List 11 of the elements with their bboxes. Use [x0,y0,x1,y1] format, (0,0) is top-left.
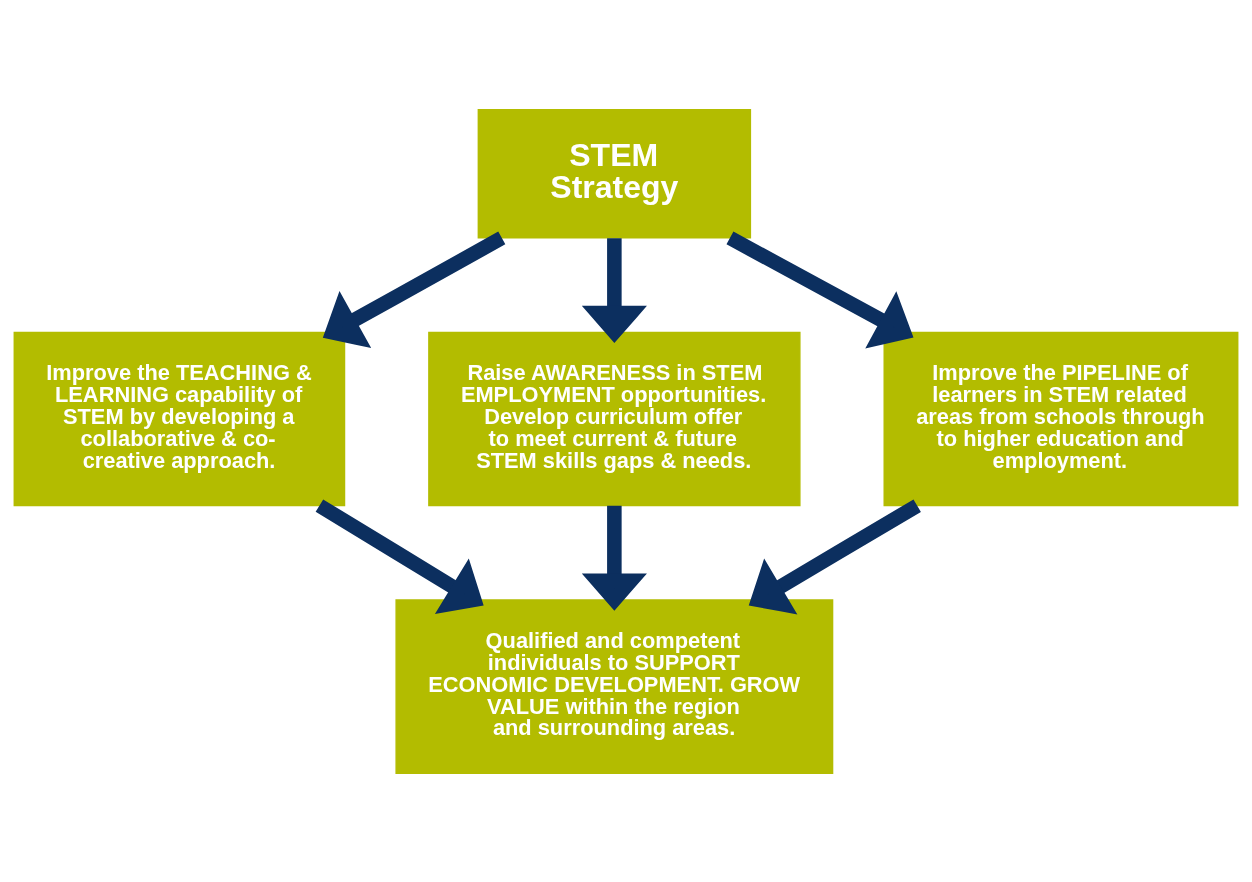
arrow [322,231,506,348]
arrow [726,231,914,348]
arrow [315,498,484,614]
arrow [581,237,647,343]
arrow [748,498,921,615]
node-box: Raise AWARENESS in STEM EMPLOYMENT opportunities. Develop curriculum offer to meet current & future STEM skills gaps & needs. [428,331,801,506]
node-box: Improve the TEACHING & LEARNING capability of STEM by developing a collaborative & co-creative approach. [13,331,346,506]
node-box: Improve the PIPELINE of learners in STEM related areas from schools through to higher education and employment. [883,331,1239,506]
node-box: STEM Strategy [477,108,752,239]
arrow [581,505,647,611]
node-box: Qualified and competent individuals to SUPPORT ECONOMIC DEVELOPMENT. GROW VALUE within the region and surrounding areas. [395,598,834,774]
